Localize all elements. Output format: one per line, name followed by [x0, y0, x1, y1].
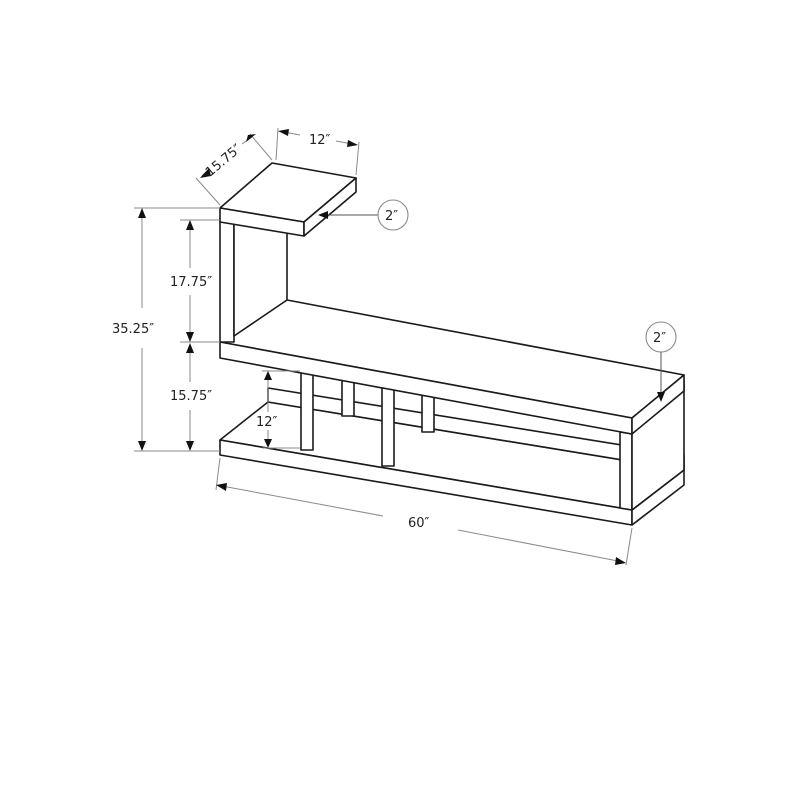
post-2	[341, 379, 355, 417]
dim-top-shelf-width: 12″	[275, 127, 360, 176]
label-inner-clearance: 12″	[256, 415, 278, 430]
label-upper-height: 17.75″	[170, 275, 212, 290]
label-total-width: 60″	[408, 516, 430, 531]
main-shelf-right	[631, 374, 685, 435]
label-top-shelf-depth: 15.75″	[203, 141, 245, 180]
furniture-body	[219, 162, 685, 526]
dim-upper-height: 17.75″	[170, 220, 212, 342]
label-top-shelf-width: 12″	[309, 133, 331, 148]
callout-top-shelf-thickness: 2″	[318, 199, 409, 231]
dim-total-height: 35.25″	[112, 208, 154, 451]
post-3	[381, 387, 395, 467]
upright-front	[219, 217, 235, 343]
label-total-height: 35.25″	[112, 322, 154, 337]
label-lower-height: 15.75″	[170, 389, 212, 404]
dim-lower-height: 15.75″	[170, 343, 212, 451]
dim-inner-clearance: 12″	[256, 370, 300, 449]
right-end-panel-front	[619, 431, 633, 511]
label-top-shelf-thickness: 2″	[385, 209, 398, 224]
post-4	[421, 393, 435, 433]
label-main-shelf-thickness: 2″	[653, 331, 666, 346]
callout-main-shelf-thickness: 2″	[645, 321, 677, 402]
top-shelf-right	[303, 177, 357, 237]
dim-total-width: 60″	[215, 457, 633, 566]
post-1	[300, 371, 314, 451]
